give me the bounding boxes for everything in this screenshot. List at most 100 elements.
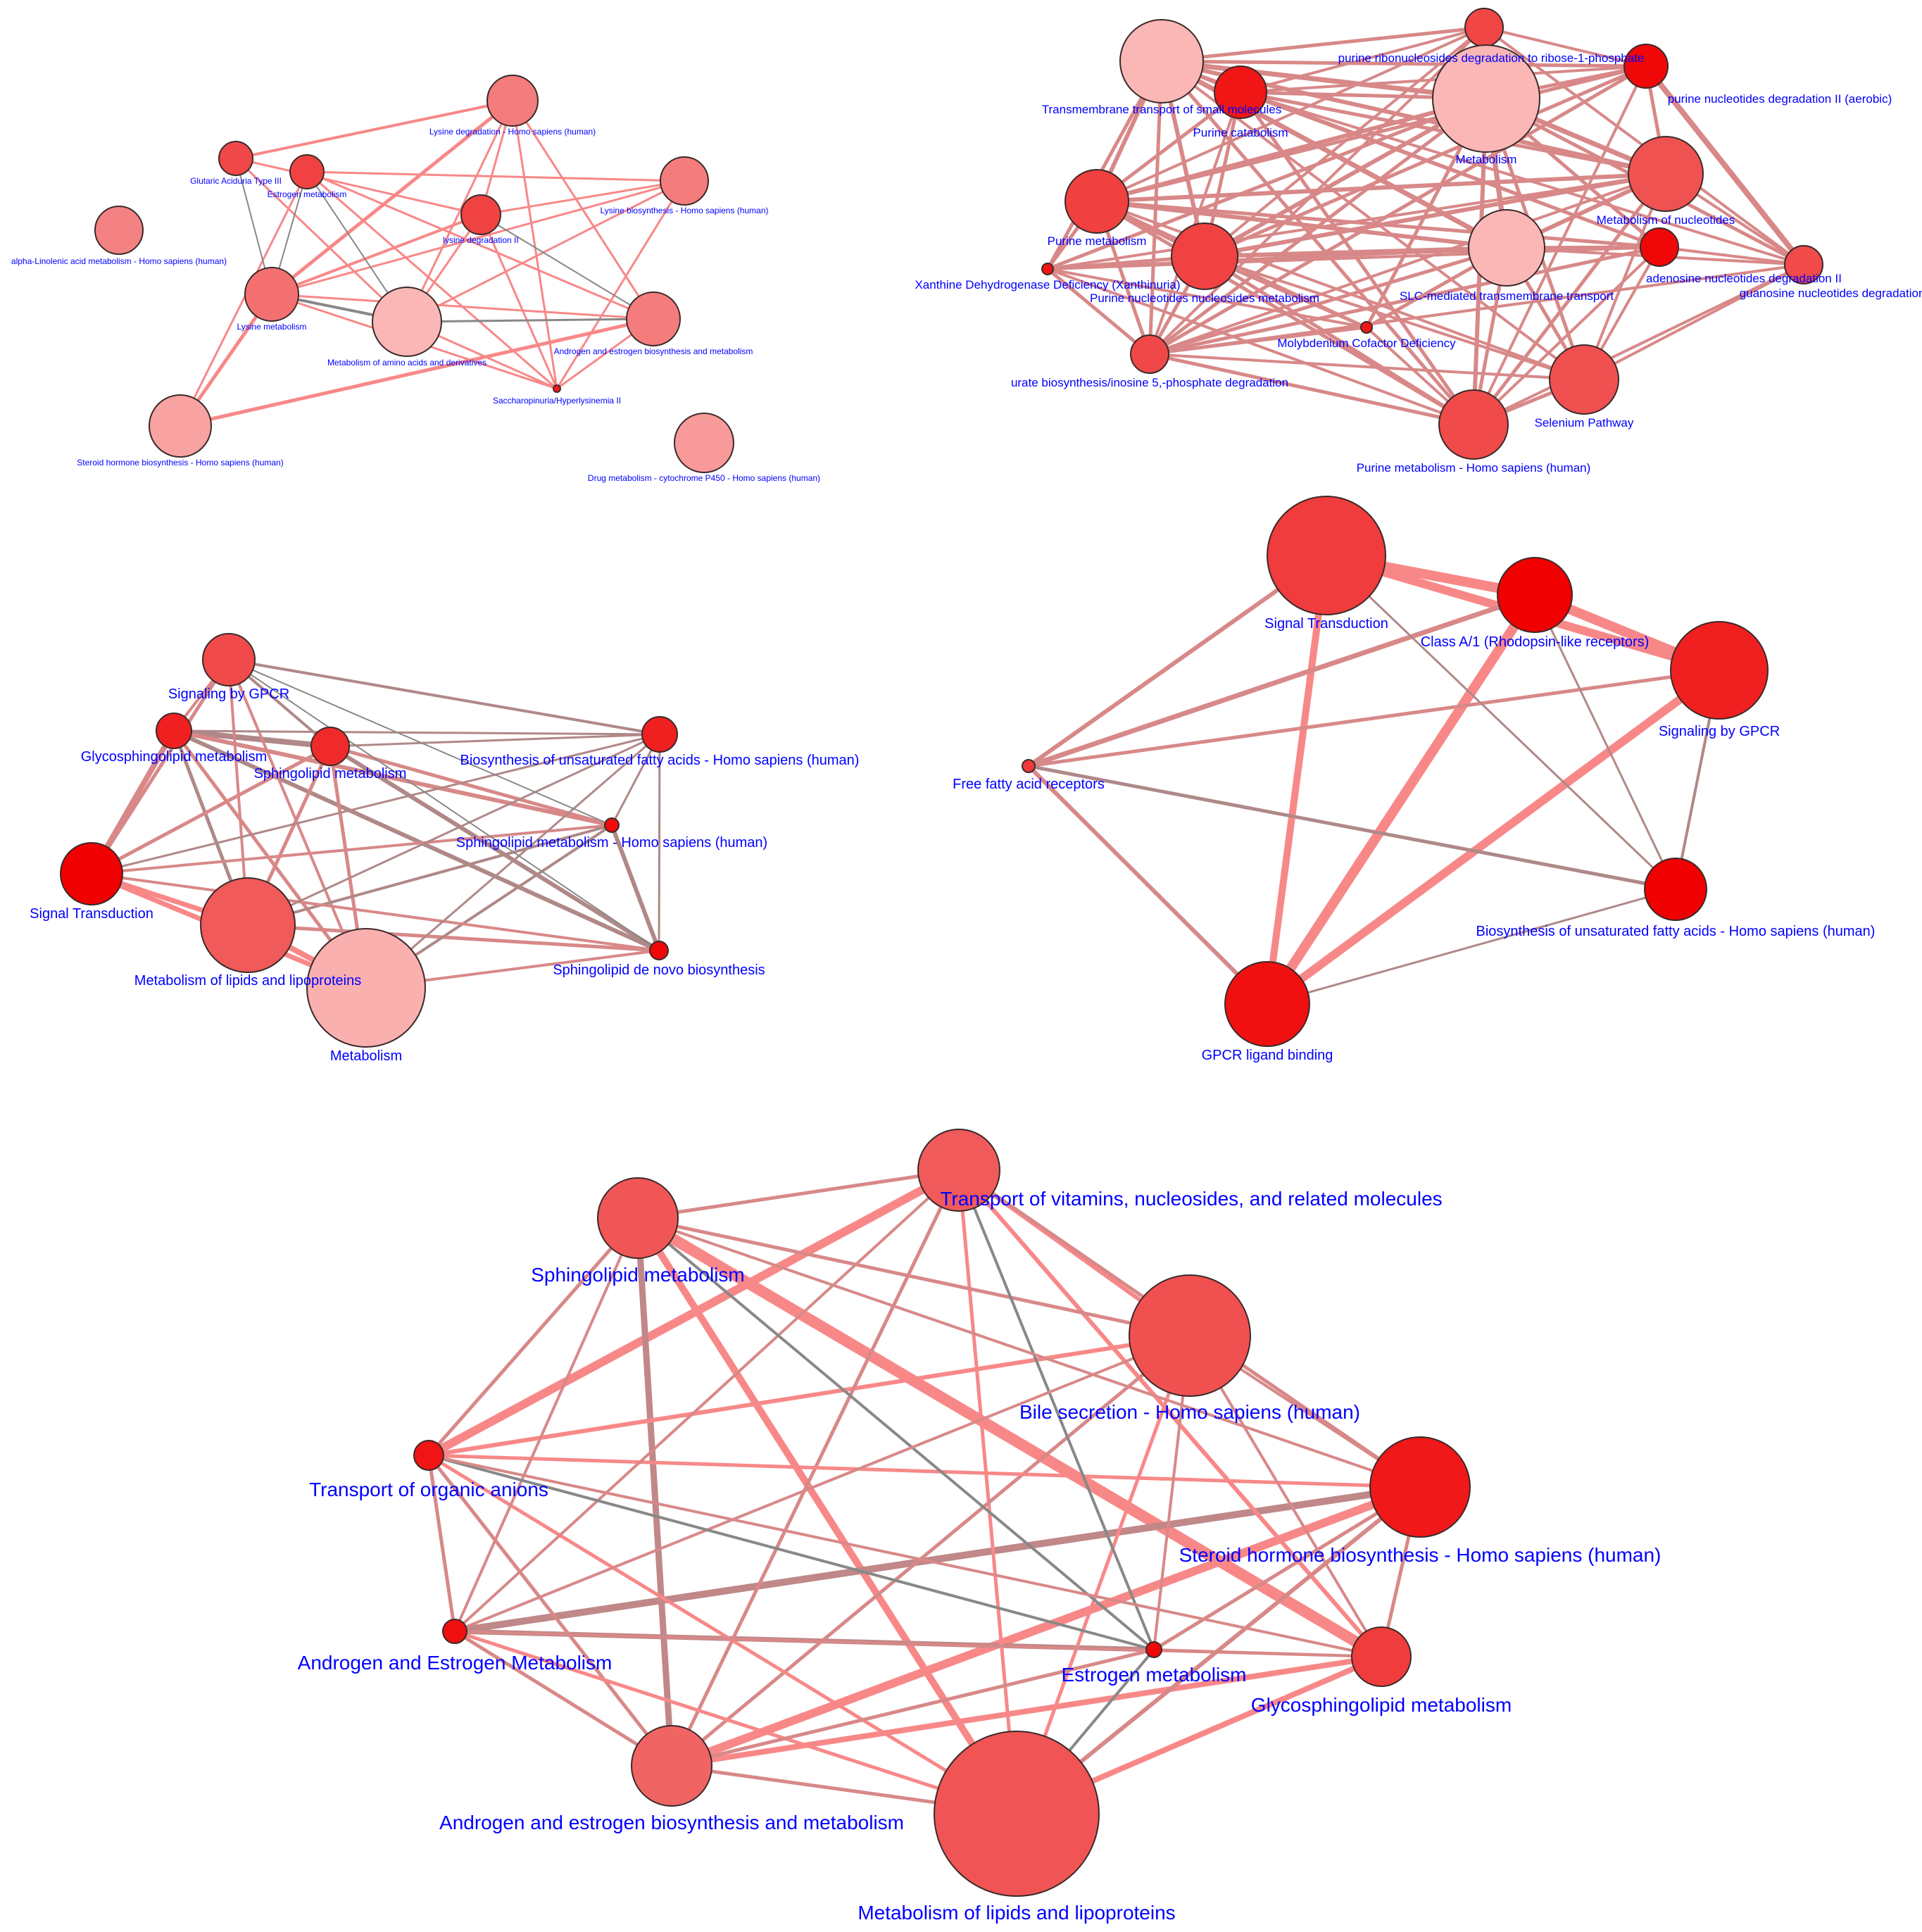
- edge-g2-g5: [1263, 666, 1723, 1008]
- edge-p5-p15: [1471, 172, 1668, 427]
- node-l6[interactable]: [1145, 1641, 1162, 1658]
- node-label-g4: Biosynthesis of unsaturated fatty acids …: [1476, 924, 1876, 939]
- node-p13[interactable]: [1130, 334, 1169, 374]
- node-label-g0: Signal Transduction: [1264, 616, 1388, 632]
- edge-a5-a9: [555, 180, 686, 390]
- edge-g2-g3: [1026, 668, 1721, 768]
- node-label-a9: Saccharopinuria/Hyperlysinemia II: [493, 396, 621, 406]
- node-label-l3: Transport of organic anions: [309, 1479, 548, 1500]
- node-s7[interactable]: [649, 941, 669, 960]
- node-a3[interactable]: [486, 75, 539, 127]
- node-s4[interactable]: [604, 817, 620, 833]
- edge-p10-p11: [1658, 246, 1805, 266]
- node-s8[interactable]: [306, 928, 426, 1048]
- edge-a4-a8: [480, 214, 654, 320]
- node-p0[interactable]: [1119, 19, 1204, 104]
- node-p11[interactable]: [1784, 245, 1823, 284]
- node-g5[interactable]: [1224, 961, 1310, 1047]
- node-s0[interactable]: [202, 633, 256, 686]
- node-a2[interactable]: [289, 154, 325, 189]
- node-p8[interactable]: [1171, 222, 1238, 290]
- node-l4[interactable]: [1369, 1436, 1471, 1538]
- node-l9[interactable]: [934, 1731, 1100, 1897]
- node-g4[interactable]: [1644, 858, 1707, 921]
- node-label-a11: Drug metabolism - cytochrome P450 - Homo…: [588, 473, 820, 483]
- edge-l1-l3: [427, 1216, 640, 1457]
- edge-p5-p13: [1148, 172, 1667, 356]
- edge-a3-a6: [270, 99, 515, 296]
- edge-p1-p2: [1239, 26, 1486, 94]
- node-a7[interactable]: [372, 287, 442, 357]
- node-p4[interactable]: [1623, 44, 1669, 89]
- edge-l2-l9: [1015, 1334, 1192, 1816]
- edge-p2-p6: [1095, 26, 1486, 203]
- node-p7[interactable]: [1041, 263, 1054, 275]
- edge-s1-s2: [171, 728, 333, 749]
- node-l7[interactable]: [1351, 1626, 1412, 1687]
- node-a5[interactable]: [660, 156, 709, 206]
- lipid-network-labels: Transport of vitamins, nucleosides, and …: [298, 1188, 1662, 1924]
- node-l8[interactable]: [631, 1725, 712, 1807]
- node-l1[interactable]: [597, 1177, 679, 1259]
- node-p3[interactable]: [1432, 44, 1540, 153]
- purine-network-nodes: [1041, 8, 1823, 460]
- node-l2[interactable]: [1129, 1274, 1251, 1397]
- edge-s3-s8: [365, 733, 661, 989]
- node-g3[interactable]: [1022, 759, 1036, 773]
- node-p9[interactable]: [1468, 209, 1545, 287]
- node-a10[interactable]: [149, 394, 212, 458]
- edge-p1-p10: [1239, 91, 1661, 249]
- edge-p8-p15: [1202, 254, 1476, 427]
- node-label-p9: SLC-mediated transmembrane transport: [1400, 289, 1614, 303]
- node-s1[interactable]: [156, 713, 192, 749]
- edge-a5-a6: [270, 180, 686, 296]
- edge-l6-l7: [1152, 1648, 1383, 1658]
- edge-l4-l6: [1152, 1485, 1422, 1652]
- node-label-l6: Estrogen metabolism: [1061, 1664, 1246, 1686]
- node-label-s8: Metabolism: [330, 1048, 402, 1064]
- node-p14[interactable]: [1549, 344, 1619, 415]
- node-p15[interactable]: [1438, 389, 1509, 460]
- node-s5[interactable]: [60, 842, 123, 905]
- node-s6[interactable]: [200, 877, 296, 973]
- node-a6[interactable]: [244, 267, 299, 322]
- edge-p7-p15: [1046, 268, 1475, 426]
- node-a1[interactable]: [218, 141, 253, 176]
- node-l3[interactable]: [413, 1440, 444, 1471]
- node-g2[interactable]: [1670, 621, 1769, 720]
- node-label-l8: Androgen and estrogen biosynthesis and m…: [439, 1812, 904, 1833]
- node-p6[interactable]: [1064, 169, 1129, 234]
- node-a4[interactable]: [460, 194, 501, 235]
- sphingolipid-network-nodes: [60, 633, 678, 1048]
- node-label-l7: Glycosphingolipid metabolism: [1251, 1694, 1512, 1716]
- node-a0[interactable]: [94, 206, 144, 255]
- node-label-g3: Free fatty acid receptors: [953, 777, 1105, 792]
- node-p10[interactable]: [1640, 227, 1679, 267]
- edge-l3-l9: [427, 1453, 1019, 1816]
- node-label-a5: Lysine biosynthesis - Homo sapiens (huma…: [601, 206, 769, 215]
- edge-p9-p13: [1148, 246, 1509, 356]
- node-s3[interactable]: [641, 716, 678, 753]
- node-p5[interactable]: [1628, 136, 1704, 212]
- node-l0[interactable]: [917, 1129, 1000, 1212]
- node-a9[interactable]: [553, 384, 561, 393]
- edge-p4-p13: [1148, 64, 1648, 356]
- node-g1[interactable]: [1497, 557, 1573, 633]
- node-l5[interactable]: [442, 1619, 467, 1644]
- lipid-network-nodes: [413, 1129, 1471, 1897]
- node-a11[interactable]: [674, 413, 734, 473]
- node-p12[interactable]: [1360, 321, 1373, 334]
- node-p1[interactable]: [1214, 65, 1267, 119]
- edge-a5-a7: [406, 180, 686, 323]
- node-a8[interactable]: [626, 291, 681, 346]
- node-g0[interactable]: [1267, 496, 1386, 615]
- edge-l2-l7: [1188, 1334, 1383, 1658]
- edge-p5-p6: [1095, 172, 1668, 203]
- node-p2[interactable]: [1464, 8, 1504, 47]
- node-s2[interactable]: [310, 727, 350, 766]
- edge-p6-p14: [1095, 200, 1585, 381]
